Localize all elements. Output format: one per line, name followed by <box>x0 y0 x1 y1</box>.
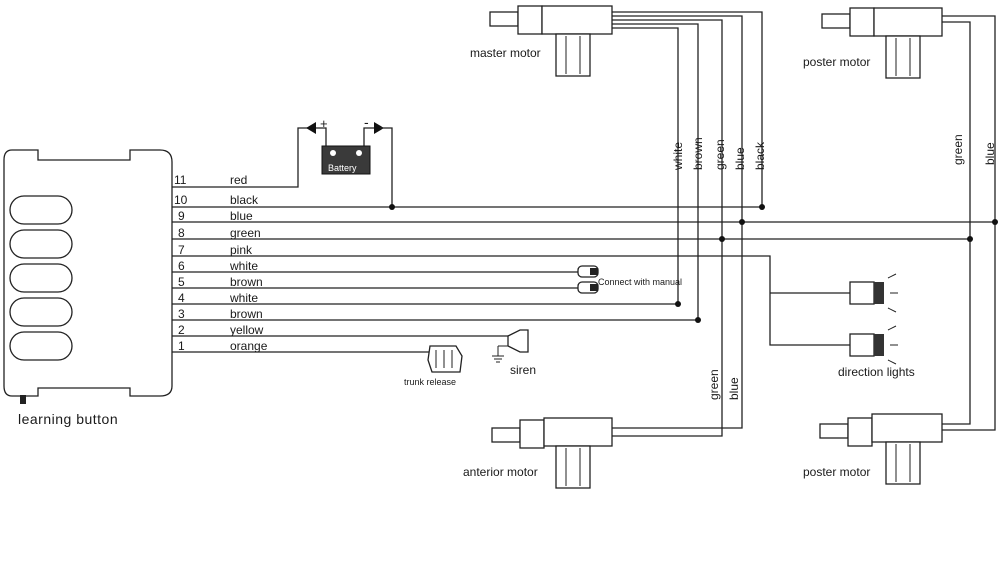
pin-color: orange <box>230 339 268 353</box>
trunk-release-icon <box>427 345 463 373</box>
battery-plus: + <box>320 116 328 131</box>
pin-number: 4 <box>178 291 185 305</box>
connect-manual-label: Connect with manual <box>598 277 682 287</box>
pin-number: 9 <box>178 209 185 223</box>
battery-arrow-right-icon <box>374 122 384 134</box>
button-slot-5 <box>9 331 73 361</box>
anterior-label: anterior motor <box>463 465 538 479</box>
poster-top-body <box>873 7 943 37</box>
trunk-release-label: trunk release <box>404 377 456 387</box>
master-wire-label: brown <box>691 137 705 170</box>
battery-label: Battery <box>328 163 357 173</box>
pin-number: 10 <box>174 193 188 207</box>
pin-number: 7 <box>178 243 185 257</box>
anterior-housing <box>555 445 591 489</box>
junction-dot <box>967 236 973 242</box>
poster-bottom-rod <box>819 423 849 439</box>
poster-top-wire-label: blue <box>983 142 997 165</box>
junction-dot <box>695 317 701 323</box>
poster-top-rod <box>821 13 851 29</box>
button-slot-4 <box>9 297 73 327</box>
pin-number: 2 <box>178 323 185 337</box>
pin-number: 3 <box>178 307 185 321</box>
pin-number: 1 <box>178 339 185 353</box>
pin-number: 11 <box>174 173 187 187</box>
poster-motor-top: poster motor green blue <box>803 7 997 239</box>
anterior-cap <box>519 419 545 449</box>
junction-dot <box>992 219 998 225</box>
anterior-wire-label: blue <box>727 377 741 400</box>
battery-body <box>321 145 371 175</box>
pin-color: yellow <box>230 323 264 337</box>
pin-color: pink <box>230 243 253 257</box>
master-motor: master motor <box>470 5 763 320</box>
poster-top-cap <box>849 7 875 37</box>
master-wire-labels: white brown green blue black <box>671 137 767 171</box>
junction-dot <box>759 204 765 210</box>
anterior-rod <box>491 427 521 443</box>
siren-label: siren <box>510 363 536 377</box>
junction-dots <box>389 204 998 323</box>
master-wire-label: blue <box>733 147 747 170</box>
pin-number: 8 <box>178 226 185 240</box>
battery-minus: - <box>364 114 369 130</box>
siren-icon <box>507 329 529 353</box>
button-slot-2 <box>9 229 73 259</box>
button-slot-3 <box>9 263 73 293</box>
manual-connectors: Connect with manual <box>577 265 682 294</box>
pin-number: 5 <box>178 275 185 289</box>
trunk-release: trunk release <box>404 345 463 387</box>
direction-lights-label: direction lights <box>838 365 915 379</box>
pin-color: black <box>230 193 259 207</box>
pin-color: blue <box>230 209 253 223</box>
pin-color: brown <box>230 275 263 289</box>
master-motor-cap <box>517 5 543 35</box>
learning-button-label: learning button <box>18 411 118 427</box>
pin-number: 6 <box>178 259 185 273</box>
siren: siren <box>492 329 536 377</box>
battery-terminal-minus-icon <box>356 150 362 156</box>
anterior-wire-label: green <box>707 369 721 400</box>
master-wire-label: black <box>753 141 767 170</box>
pin-labels: 11 red 10 black 9 blue 8 green 7 pink 6 … <box>174 173 268 353</box>
master-motor-label: master motor <box>470 46 541 60</box>
poster-bottom-housing <box>885 441 921 485</box>
poster-top-wire-label: green <box>951 134 965 165</box>
pin-color: green <box>230 226 261 240</box>
anterior-motor: anterior motor green blue <box>463 222 743 489</box>
direction-light-icon <box>849 281 875 305</box>
poster-motor-bottom: poster motor <box>803 222 996 485</box>
master-motor-body <box>541 5 613 35</box>
master-motor-housing <box>555 33 591 77</box>
master-wire-label: white <box>671 142 685 171</box>
poster-bottom-label: poster motor <box>803 465 870 479</box>
master-wire-label: green <box>713 139 727 170</box>
master-motor-rod <box>489 11 519 27</box>
junction-dot <box>389 204 395 210</box>
pin-color: white <box>229 259 258 273</box>
pin-color: white <box>229 291 258 305</box>
junction-dot <box>739 219 745 225</box>
pin-color: red <box>230 173 247 187</box>
pin-lines <box>172 127 995 353</box>
pin-color: brown <box>230 307 263 321</box>
poster-bottom-body <box>871 413 943 443</box>
anterior-body <box>543 417 613 447</box>
control-unit: learning button <box>3 149 173 427</box>
battery: + - Battery <box>306 114 393 207</box>
junction-dot <box>675 301 681 307</box>
battery-arrow-left-icon <box>306 122 316 134</box>
poster-top-label: poster motor <box>803 55 870 69</box>
poster-bottom-cap <box>847 417 873 447</box>
junction-dot <box>719 236 725 242</box>
poster-top-housing <box>885 35 921 79</box>
button-slot-1 <box>9 195 73 225</box>
direction-light-icon <box>849 333 875 357</box>
learning-button[interactable] <box>20 395 26 404</box>
battery-terminal-plus-icon <box>330 150 336 156</box>
direction-lights: direction lights <box>770 273 915 379</box>
